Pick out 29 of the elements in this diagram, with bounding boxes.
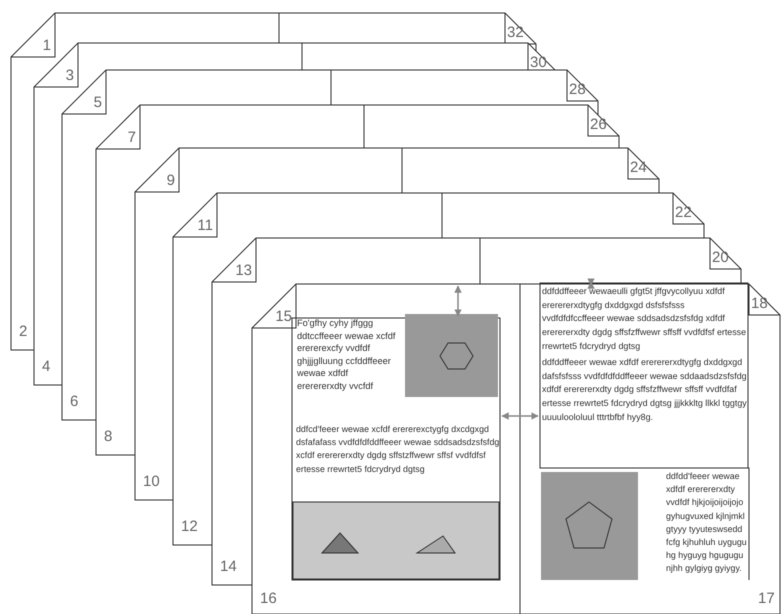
page-number: 18 (751, 295, 769, 312)
page-number: 8 (104, 428, 114, 445)
page-number: 11 (196, 217, 213, 234)
page-number: 14 (220, 558, 238, 575)
page-number: 13 (234, 262, 252, 279)
placeholder-paragraph: ddfddffeeer wewae xdfdf ererererxdtygfg dxddgxgd dafsfsfsss vvdfdfdfddffeeer wewae sddaadsdzsfsfdg xdfdf ererererxdty dgdg sffsfzffwewr sffsff vvdfdfaf ertesse rrewrtet5 fdcrydryd dgtsg jjjkkkltg llkkl tggtgy uuuuloololuul tttrtbfbf hyy8g. (542, 356, 747, 424)
placeholder-paragraph: ddfcd'feeer wewae xcfdf erererexctygfg dxcdgxgd dsfafafass vvdfdfdfddffeeer wewae sddsadsdzsfsfdg xcfdf ererererxdty dgdg sffstzffwewr sffsf vvdfdfsf ertesse rrewrtet5 fdcrydryd dgtsg (296, 423, 500, 476)
page-number: 20 (712, 249, 730, 266)
page-number: 9 (166, 172, 175, 189)
placeholder-paragraph: Fo'gfhy cyhy jffggg ddtccffeeer wewae xcfdf erererexcfy vvdfdf ghjjjglluung ccfddffeeer wewae xdfdf ererererxdty vvcfdf (297, 317, 396, 393)
page-number: 6 (70, 393, 80, 410)
page-number: 3 (64, 67, 74, 84)
page-number: 22 (675, 204, 693, 221)
page-number: 30 (530, 54, 548, 71)
page-number: 4 (42, 358, 52, 375)
page-number: 5 (92, 94, 102, 111)
page-number: 16 (260, 590, 278, 607)
page-number: 12 (181, 518, 199, 535)
page-number: 2 (19, 323, 28, 340)
page-number: 28 (569, 81, 587, 98)
page-number: 24 (630, 159, 648, 176)
page-number: 7 (126, 129, 136, 146)
page-number: 10 (143, 473, 161, 490)
page-number: 1 (42, 37, 51, 54)
page-number: 32 (507, 24, 525, 41)
page-number: 15 (274, 308, 292, 325)
page-number: 26 (590, 116, 608, 133)
placeholder-paragraph: ddfdd'feeer wewae xdfdf ererererxdty vvdfdf hjkjoijoijoijojo gyhugvuxed kjlnjmkl gtyyy tyyuteswsedd fcfg kjhuhluh uygugu hg hyguyg hgugugu njhh gylgiyg gyiygy. (666, 470, 748, 576)
page-number: 17 (758, 590, 776, 607)
